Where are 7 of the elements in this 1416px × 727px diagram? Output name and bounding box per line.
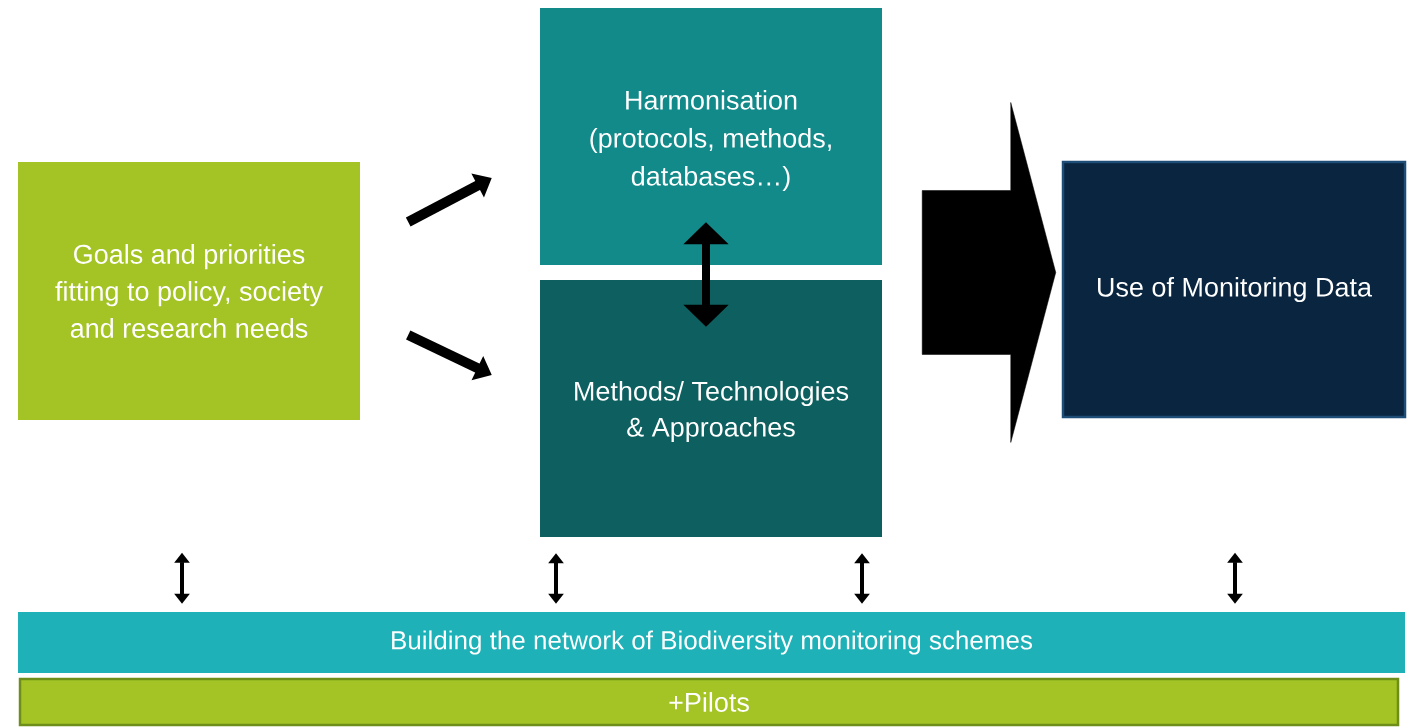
process-box: Harmonisation (protocols, methods, databases…) xyxy=(540,8,882,265)
block-arrow xyxy=(921,102,1056,443)
output-box: Use of Monitoring Data xyxy=(1061,160,1407,419)
goal-box: Goals and priorities fitting to policy, society and research needs xyxy=(18,162,360,420)
process-box: Methods/ Technologies & Approaches xyxy=(540,280,882,537)
network-band: Building the network of Biodiversity monitoring schemes xyxy=(18,612,1405,673)
pilots-band: +Pilots xyxy=(18,677,1400,727)
